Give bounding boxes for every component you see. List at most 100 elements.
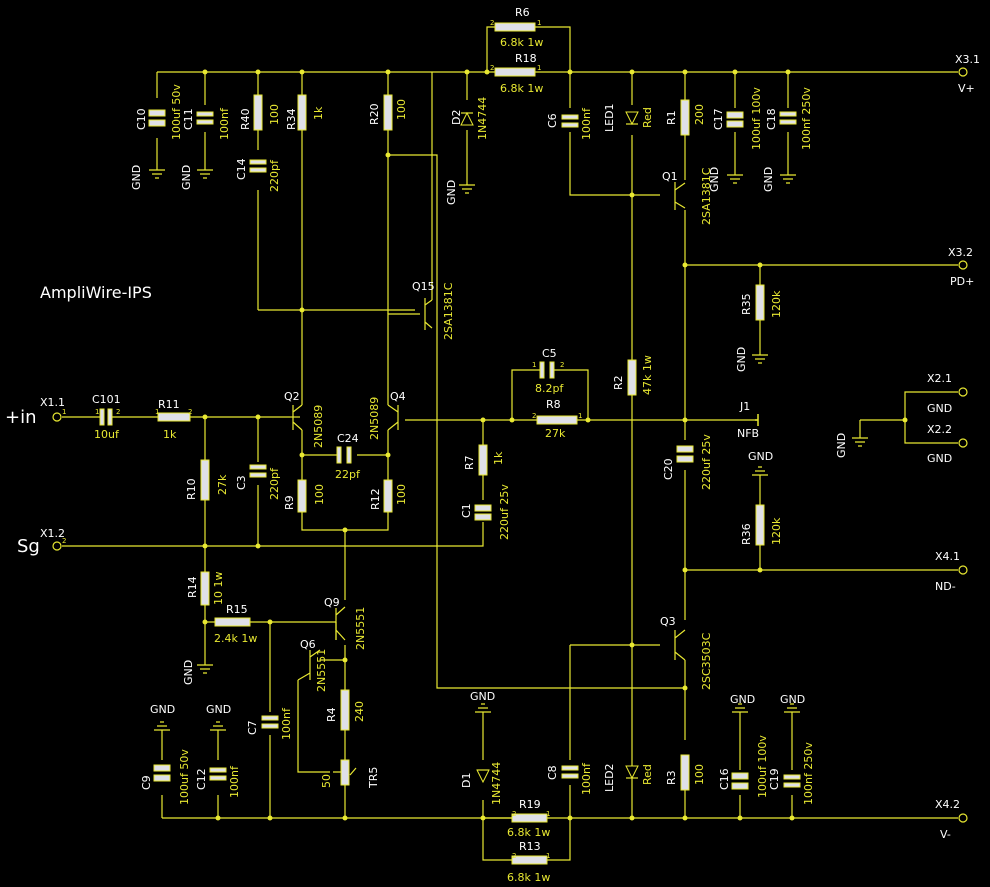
svg-text:C10: C10 <box>135 108 148 130</box>
label-x12: X1.2 <box>40 527 65 540</box>
svg-text:R4: R4 <box>325 707 338 722</box>
cap-c11: C11 100nf <box>182 107 231 140</box>
svg-text:R10: R10 <box>185 478 198 500</box>
svg-text:R35: R35 <box>740 293 753 315</box>
svg-text:1k: 1k <box>312 106 325 120</box>
svg-text:1: 1 <box>537 19 541 27</box>
svg-text:GND: GND <box>835 433 848 458</box>
svg-text:2: 2 <box>560 361 564 369</box>
svg-text:2: 2 <box>512 810 516 818</box>
resistor-r6: R66.8k 1w <box>494 6 543 49</box>
gnd-c18: GND <box>762 167 796 192</box>
svg-text:10uf: 10uf <box>94 428 120 441</box>
gnd-c11: GND <box>180 165 213 190</box>
svg-text:100nf: 100nf <box>228 765 241 798</box>
svg-text:R13: R13 <box>519 840 541 853</box>
svg-text:C11: C11 <box>182 108 195 130</box>
cap-c5: C58.2pf <box>535 347 564 395</box>
svg-text:R20: R20 <box>368 103 381 125</box>
svg-text:100nf: 100nf <box>218 107 231 140</box>
svg-text:GND: GND <box>182 660 195 685</box>
svg-text:2N5089: 2N5089 <box>312 405 325 448</box>
svg-text:100: 100 <box>395 99 408 120</box>
terminal-x11-circle <box>52 412 62 422</box>
label-gnd21: GND <box>927 402 952 415</box>
cap-c101: C101 10uf <box>92 393 121 441</box>
svg-text:27k: 27k <box>216 474 229 495</box>
gnd-r35: GND <box>735 347 768 372</box>
svg-text:GND: GND <box>150 703 175 716</box>
svg-text:R8: R8 <box>546 398 561 411</box>
schematic-title: AmpliWire-IPS <box>40 283 152 302</box>
svg-text:1N4744: 1N4744 <box>490 762 503 805</box>
resistor-r3: R3 100 <box>665 754 706 791</box>
svg-text:Red: Red <box>641 107 654 128</box>
svg-text:R15: R15 <box>226 603 248 616</box>
svg-text:C17: C17 <box>712 108 725 130</box>
svg-text:100: 100 <box>693 764 706 785</box>
svg-text:C12: C12 <box>195 768 208 790</box>
svg-text:GND: GND <box>762 167 775 192</box>
gnd-r36: GND <box>748 450 773 476</box>
svg-text:Red: Red <box>641 764 654 785</box>
svg-text:C101: C101 <box>92 393 121 406</box>
label-x21: X2.1 <box>927 372 952 385</box>
svg-text:120k: 120k <box>770 290 783 318</box>
svg-text:47k 1w: 47k 1w <box>641 355 654 395</box>
svg-text:2: 2 <box>62 537 66 545</box>
svg-text:R36: R36 <box>740 523 753 545</box>
svg-text:2SC3503C: 2SC3503C <box>700 632 713 690</box>
svg-text:R3: R3 <box>665 770 678 785</box>
svg-text:1: 1 <box>546 852 550 860</box>
resistor-r20: R20 100 <box>368 94 408 131</box>
svg-text:GND: GND <box>730 693 755 706</box>
label-x32: X3.2 <box>948 246 973 259</box>
ground-symbols: GND GND GND GND GND GND GND GND GND GND … <box>130 165 868 731</box>
svg-text:100nf: 100nf <box>580 762 593 795</box>
svg-text:C5: C5 <box>542 347 557 360</box>
svg-text:100: 100 <box>268 104 281 125</box>
svg-text:GND: GND <box>180 165 193 190</box>
svg-text:TR5: TR5 <box>367 767 380 789</box>
svg-text:2: 2 <box>512 852 516 860</box>
svg-text:1: 1 <box>155 408 159 416</box>
terminal-x12-circle <box>52 541 62 551</box>
svg-text:C14: C14 <box>235 158 248 180</box>
label-nfb: NFB <box>737 427 759 440</box>
svg-text:R9: R9 <box>283 495 296 510</box>
svg-text:6.8k 1w: 6.8k 1w <box>507 826 550 839</box>
wires <box>62 26 958 861</box>
svg-text:GND: GND <box>735 347 748 372</box>
cap-c12: C12 100nf <box>195 765 241 798</box>
label-pdplus: PD+ <box>950 275 974 288</box>
svg-text:C8: C8 <box>546 765 559 780</box>
svg-text:100uf 50v: 100uf 50v <box>178 749 191 805</box>
gnd-c19: GND <box>780 693 805 713</box>
svg-text:1N4744: 1N4744 <box>476 97 489 140</box>
svg-text:C16: C16 <box>718 768 731 790</box>
svg-text:GND: GND <box>130 165 143 190</box>
svg-text:Q6: Q6 <box>300 638 316 651</box>
svg-text:Q4: Q4 <box>390 390 406 403</box>
svg-text:GND: GND <box>206 703 231 716</box>
svg-text:R14: R14 <box>186 576 199 598</box>
